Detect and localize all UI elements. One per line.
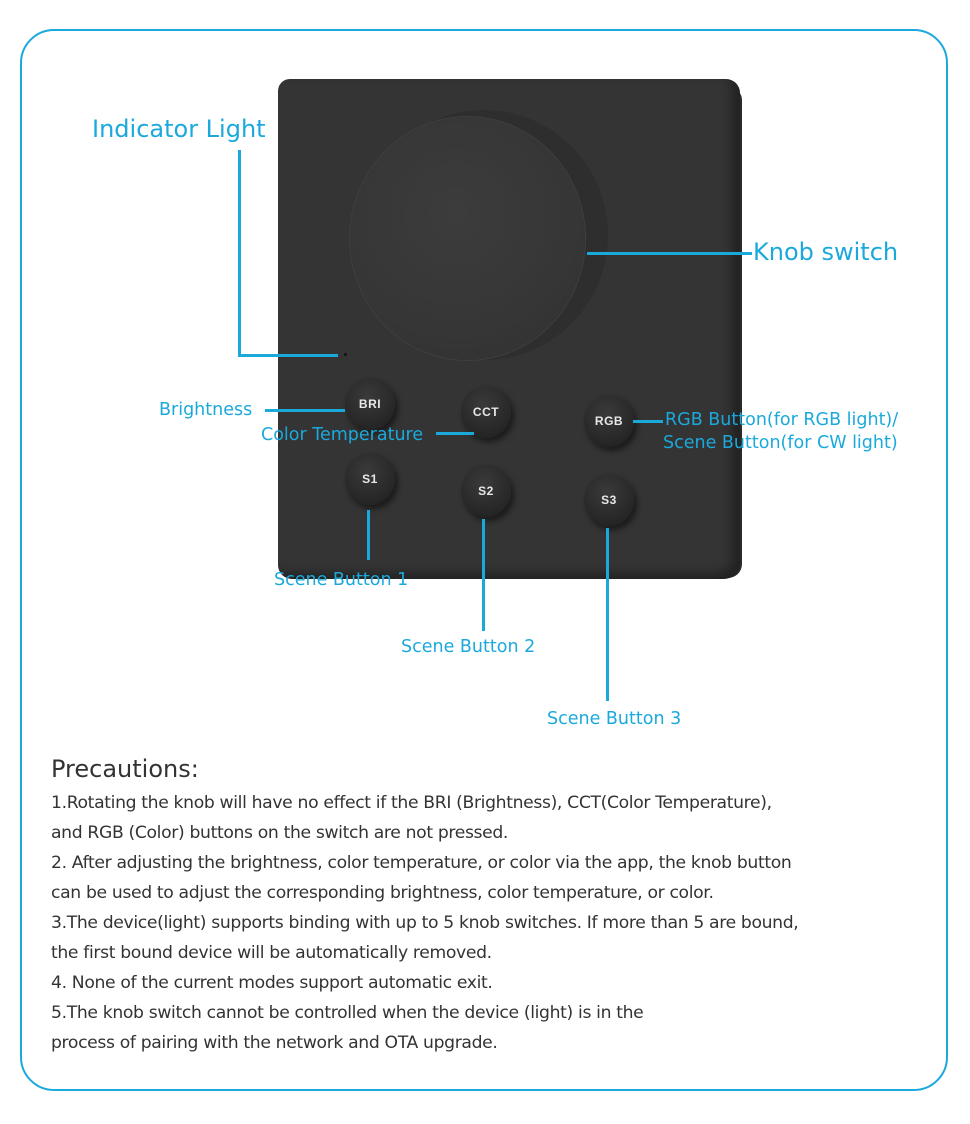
precaution-line: can be used to adjust the corresponding … <box>51 883 714 903</box>
content-frame <box>20 29 948 1091</box>
cct-button: CCT <box>461 386 511 438</box>
knob-callout-line <box>587 252 752 255</box>
precaution-line: the first bound device will be automatic… <box>51 943 492 963</box>
precaution-line: process of pairing with the network and … <box>51 1033 498 1053</box>
indicator-callout-line-horizontal <box>238 354 338 357</box>
precaution-line: 5.The knob switch cannot be controlled w… <box>51 1003 644 1023</box>
rgb-button-label-line1: RGB Button(for RGB light)/ <box>665 410 899 430</box>
bri-button: BRI <box>345 378 395 430</box>
precautions-section: Precautions: 1.Rotating the knob will ha… <box>51 752 941 1058</box>
precaution-line: 4. None of the current modes support aut… <box>51 973 493 993</box>
cct-callout-line <box>436 432 474 435</box>
precaution-line: 3.The device(light) supports binding wit… <box>51 913 799 933</box>
precaution-line: 1.Rotating the knob will have no effect … <box>51 793 772 813</box>
scene3-callout-line <box>606 528 609 701</box>
color-temperature-label: Color Temperature <box>261 425 424 445</box>
rgb-button-label-line2: Scene Button(for CW light) <box>663 433 898 453</box>
scene-button-3-label: Scene Button 3 <box>547 709 682 729</box>
brightness-callout-line <box>265 409 345 412</box>
s3-button: S3 <box>584 474 634 526</box>
precaution-line: 2. After adjusting the brightness, color… <box>51 853 792 873</box>
indicator-callout-line-vertical <box>238 150 241 357</box>
s1-button: S1 <box>345 453 395 505</box>
brightness-label: Brightness <box>159 400 253 420</box>
scene-button-1-label: Scene Button 1 <box>274 570 409 590</box>
rgb-callout-line <box>633 420 663 423</box>
precautions-title: Precautions: <box>51 755 199 783</box>
indicator-light-label: Indicator Light <box>92 115 266 143</box>
precaution-line: and RGB (Color) buttons on the switch ar… <box>51 823 509 843</box>
scene2-callout-line <box>482 519 485 631</box>
s2-button: S2 <box>461 465 511 517</box>
rgb-button-label: RGB Button(for RGB light)/ Scene Button(… <box>663 409 899 455</box>
scene1-callout-line <box>367 510 370 560</box>
rgb-button: RGB <box>584 395 634 447</box>
knob-switch-label: Knob switch <box>753 238 899 266</box>
rotary-knob <box>350 117 585 360</box>
scene-button-2-label: Scene Button 2 <box>401 637 536 657</box>
indicator-light-dot <box>344 353 347 356</box>
